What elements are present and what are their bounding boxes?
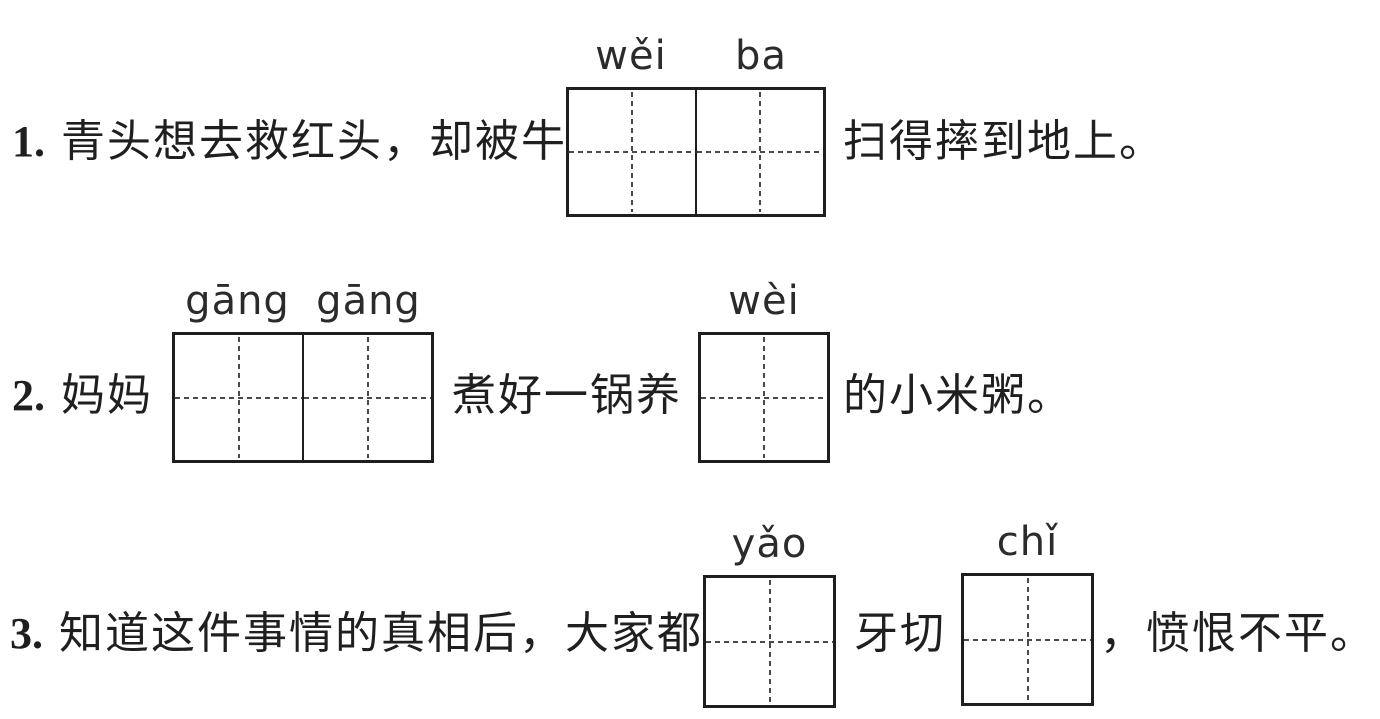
- q1-pinyin-syllable-2: ba: [735, 33, 787, 79]
- q2-text-middle: 煮好一锅养: [452, 372, 682, 420]
- q3-pinyin-row-1: yǎo: [703, 524, 836, 575]
- q3-answer-blank-1: yǎo: [703, 524, 836, 708]
- q1-pinyin-syllable-1: wěi: [595, 33, 667, 79]
- q1-writing-cell-2[interactable]: [695, 90, 823, 214]
- q2-number: 2.: [12, 371, 45, 420]
- q2-answer-blank-1: gāng gāng: [172, 281, 434, 463]
- q3-text-before: 3. 知道这件事情的真相后，大家都: [10, 610, 703, 658]
- q2-text-before-label: 妈妈: [61, 371, 153, 420]
- q2-text-after: 的小米粥。: [843, 372, 1073, 420]
- q2-blank1-writing-cell-2[interactable]: [302, 335, 431, 460]
- q3-number: 3.: [10, 609, 43, 658]
- q2-text-middle-label: 煮好一锅养: [452, 371, 682, 420]
- q2-pinyin-row-2: wèi: [698, 281, 830, 332]
- q3-blank1-writing-cell-1[interactable]: [706, 578, 833, 705]
- q1-text-before: 1. 青头想去救红头，却被牛: [12, 118, 567, 166]
- q3-pinyin-row-2: chǐ: [961, 522, 1094, 573]
- q3-text-after-label: ，愤恨不平。: [1100, 609, 1376, 658]
- q1-writing-grid: [566, 87, 826, 217]
- q2-blank2-writing-cell-1[interactable]: [701, 335, 827, 460]
- q1-text-after-label: 扫得摔到地上。: [843, 117, 1165, 166]
- q3-text-middle-label: 牙切: [854, 609, 946, 658]
- q3-answer-blank-2: chǐ: [961, 522, 1094, 706]
- q2-writing-grid-1: [172, 332, 434, 463]
- q3-blank2-pinyin-syllable-1: chǐ: [996, 519, 1059, 565]
- q3-blank1-pinyin-syllable-1: yǎo: [731, 521, 808, 567]
- q2-blank2-pinyin-syllable-1: wèi: [728, 278, 800, 324]
- q3-text-middle: 牙切: [854, 610, 946, 658]
- q2-blank1-writing-cell-1[interactable]: [175, 335, 302, 460]
- q2-pinyin-row-1: gāng gāng: [172, 281, 434, 332]
- q2-writing-grid-2: [698, 332, 830, 463]
- q1-writing-cell-1[interactable]: [569, 90, 695, 214]
- q1-pinyin-row: wěi ba: [566, 36, 826, 87]
- q2-answer-blank-2: wèi: [698, 281, 830, 463]
- q3-writing-grid-1: [703, 575, 836, 708]
- q2-text-before: 2. 妈妈: [12, 372, 153, 420]
- q1-answer-blank: wěi ba: [566, 36, 826, 217]
- q3-text-before-label: 知道这件事情的真相后，大家都: [59, 609, 703, 658]
- q3-text-after: ，愤恨不平。: [1100, 610, 1376, 658]
- q3-blank2-writing-cell-1[interactable]: [964, 576, 1091, 703]
- q1-text-before-label: 青头想去救红头，却被牛: [61, 117, 567, 166]
- q2-blank1-pinyin-syllable-1: gāng: [185, 278, 290, 324]
- q2-text-after-label: 的小米粥。: [843, 371, 1073, 420]
- q2-blank1-pinyin-syllable-2: gāng: [316, 278, 421, 324]
- q1-text-after: 扫得摔到地上。: [843, 118, 1165, 166]
- q1-number: 1.: [12, 117, 45, 166]
- q3-writing-grid-2: [961, 573, 1094, 706]
